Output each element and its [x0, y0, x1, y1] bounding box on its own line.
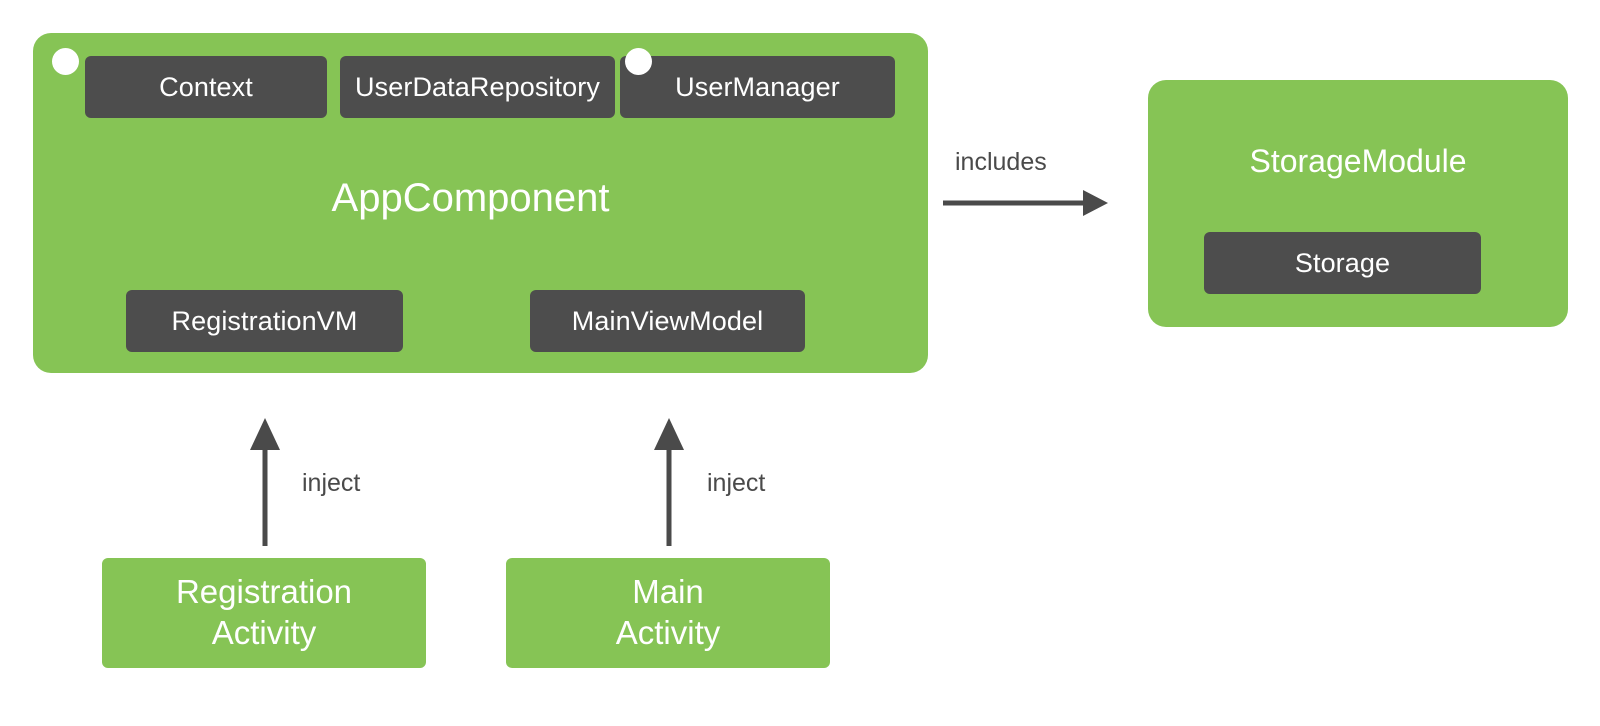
main-activity-box[interactable]: Main Activity — [506, 558, 830, 668]
chip-storage[interactable]: Storage — [1204, 232, 1481, 294]
inject-arrow-icon — [654, 418, 684, 546]
chip-user-data-repository[interactable]: UserDataRepository — [340, 56, 615, 118]
activity-label-line1: Main — [632, 573, 704, 611]
activity-label-line2: Activity — [615, 614, 721, 651]
activity-label-line1: Registration — [175, 573, 353, 611]
entry-point-dot-icon — [52, 48, 79, 75]
chip-user-manager[interactable]: UserManager — [620, 56, 895, 118]
edge-label-includes: includes — [955, 148, 1047, 176]
edge-label-inject: inject — [302, 469, 361, 497]
chip-main-view-model[interactable]: MainViewModel — [530, 290, 805, 352]
storage-module-title: StorageModule — [1249, 143, 1467, 179]
inject-arrow-icon — [250, 418, 280, 546]
chip-registration-vm[interactable]: RegistrationVM — [126, 290, 403, 352]
entry-point-dot-icon — [625, 48, 652, 75]
chip-context[interactable]: Context — [85, 56, 327, 118]
activity-label-line2: Activity — [211, 614, 317, 651]
registration-activity-box[interactable]: Registration Activity — [102, 558, 426, 668]
edge-label-inject: inject — [707, 469, 766, 497]
includes-arrow-icon — [943, 190, 1108, 216]
app-component-title: AppComponent — [331, 176, 610, 220]
